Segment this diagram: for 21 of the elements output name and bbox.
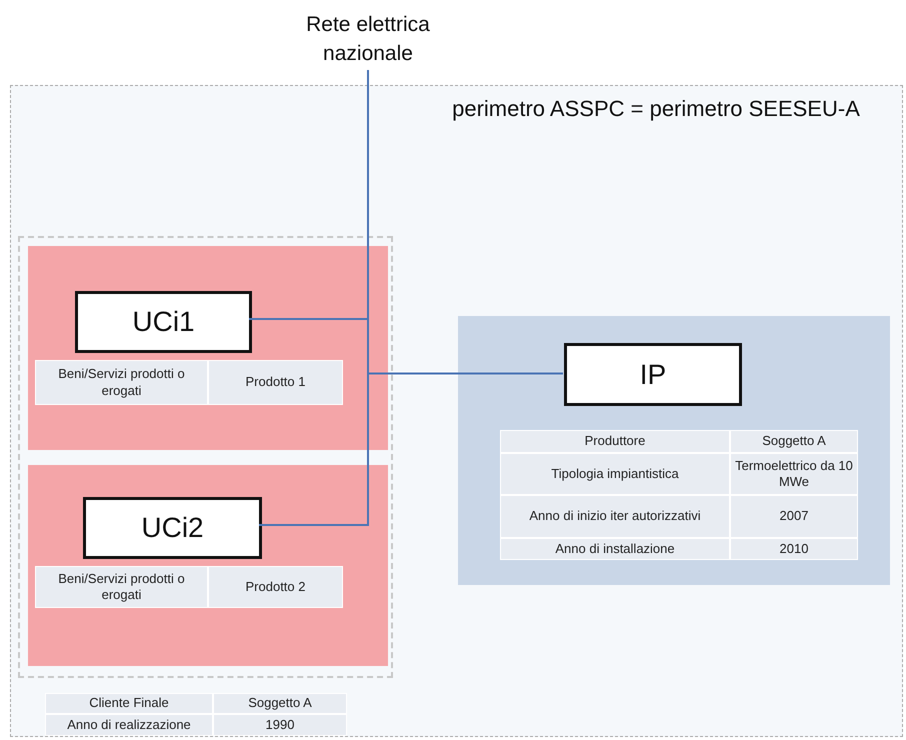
table-cell: Soggetto A [730,430,858,453]
table-cell: Produttore [500,430,730,453]
unit-box: UCi2 [83,497,262,559]
table-cell: Anno di inizio iter autorizzativi [500,495,730,538]
table-cell: Beni/Servizi prodotti o erogati [35,566,208,608]
grid-label: Rete elettrica nazionale [268,8,468,70]
table-cell: 2007 [730,495,858,538]
table-cell: Tipologia impiantistica [500,453,730,495]
table-cell: Soggetto A [213,693,347,714]
table-cell: Anno di realizzazione [45,714,213,736]
table-cell: 2010 [730,538,858,560]
boundary-title: perimetro ASSPC = perimetro SEESEU-A [451,95,861,123]
unit-box: UCi1 [75,291,252,353]
table-cell: Prodotto 2 [208,566,343,608]
table-cell: Anno di installazione [500,538,730,560]
table-cell: Beni/Servizi prodotti o erogati [35,360,208,405]
table-cell: 1990 [213,714,347,736]
table-cell: Termoelettrico da 10 MWe [730,453,858,495]
table-cell: Cliente Finale [45,693,213,714]
unit-box: IP [564,343,742,406]
table-cell: Prodotto 1 [208,360,343,405]
